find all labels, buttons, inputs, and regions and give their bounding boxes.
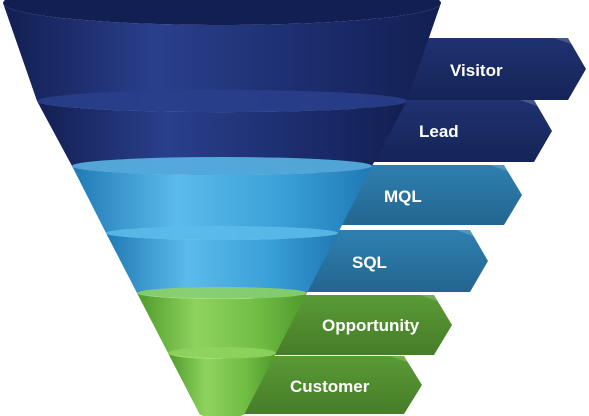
funnel-stage-lead (37, 101, 407, 175)
ribbon-opportunity (254, 295, 452, 355)
funnel-stage-mql (72, 166, 372, 240)
ribbon-fold-lead (520, 100, 548, 110)
stage-label-lead: Lead (419, 122, 459, 141)
ribbon-fold-sql (456, 230, 484, 240)
funnel-stage-customer (168, 353, 276, 416)
ribbon-lead (356, 100, 552, 162)
funnel-stage-visitor (3, 3, 441, 113)
funnel-rim-opportunity (137, 287, 307, 299)
ribbon-visitor (388, 38, 586, 100)
ribbon-fold-visitor (554, 38, 582, 48)
stage-ribbons (222, 38, 586, 414)
ribbon-fold-mql (490, 165, 518, 175)
stage-label-sql: SQL (352, 253, 387, 272)
funnel-body (3, 0, 441, 416)
stage-label-customer: Customer (290, 377, 370, 396)
stage-label-mql: MQL (384, 187, 422, 206)
funnel-rim-mql (72, 157, 372, 175)
funnel-rim-sql (106, 226, 338, 240)
ribbon-customer (222, 356, 422, 414)
stage-label-opportunity: Opportunity (322, 316, 420, 335)
funnel-rim-customer (168, 347, 276, 359)
ribbon-fold-opportunity (420, 295, 448, 305)
stage-label-visitor: Visitor (450, 61, 503, 80)
ribbon-mql (318, 165, 522, 225)
funnel-rim-visitor (3, 0, 441, 25)
ribbon-fold-customer (390, 356, 418, 366)
ribbon-sql (286, 230, 488, 292)
funnel-stage-sql (106, 233, 338, 299)
funnel-rim-lead (37, 89, 407, 113)
funnel-stage-opportunity (137, 293, 307, 358)
